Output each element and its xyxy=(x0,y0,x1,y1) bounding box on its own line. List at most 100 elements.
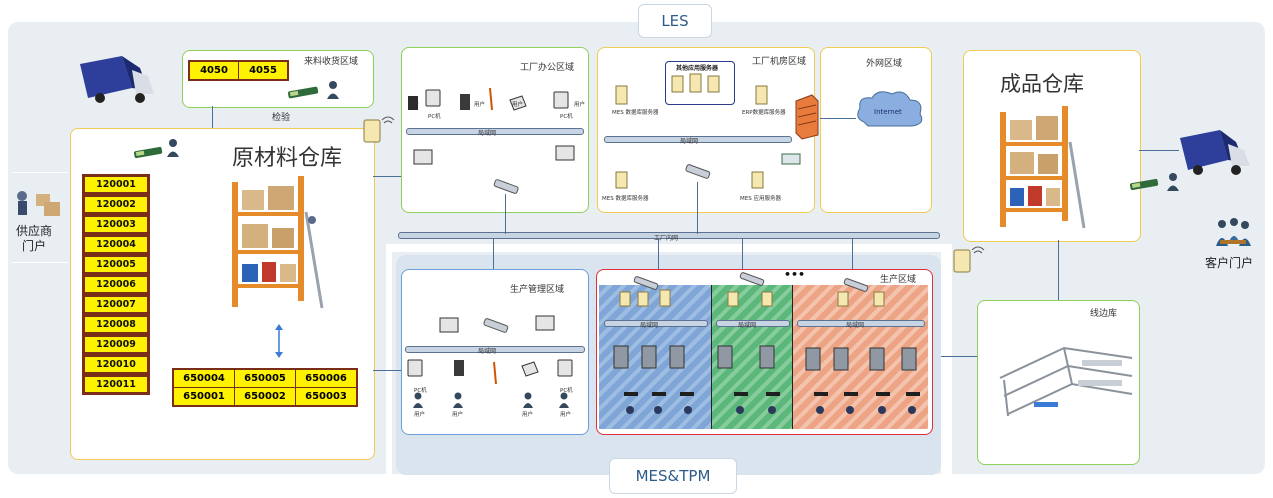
scanner-icon xyxy=(1130,178,1159,191)
user-icon xyxy=(167,139,179,157)
raw-grid-cell: 650005 xyxy=(235,370,295,387)
receiving-bin: 4055 xyxy=(239,62,287,79)
extranet-title: 外网区域 xyxy=(866,59,903,69)
raw-grid-cell: 650001 xyxy=(174,388,234,405)
section-divider xyxy=(711,285,712,429)
office-user-label: 用户 xyxy=(474,102,486,108)
connector-line xyxy=(852,238,853,286)
finished-warehouse-title: 成品仓库 xyxy=(1000,72,1084,96)
section-divider xyxy=(792,285,793,429)
scanner-icon xyxy=(134,146,163,159)
production-lan-bus xyxy=(797,320,925,327)
supplier-label-line2: 门户 xyxy=(22,239,47,253)
user-icon xyxy=(1167,173,1179,191)
conveyor-illustration xyxy=(999,346,1133,417)
office-user-label: 用户 xyxy=(512,102,524,108)
server-icons xyxy=(615,73,801,189)
server-label: MES 应用服务器 xyxy=(740,196,781,202)
wireless-ap-icon xyxy=(953,246,985,273)
office-title: 工厂办公区域 xyxy=(520,63,575,73)
prod-mgmt-user-label: 用户 xyxy=(522,412,534,418)
production-lan-bus xyxy=(604,320,708,327)
raw-grid-cell: 650003 xyxy=(296,388,356,405)
server-room-title: 工厂机房区域 xyxy=(752,57,807,67)
production-lan-label: 局域网 xyxy=(738,322,757,329)
raw-grid-cell: 650002 xyxy=(235,388,295,405)
production-title: 生产区域 xyxy=(880,275,917,285)
connector-line xyxy=(697,182,698,234)
raw-bin: 120006 xyxy=(84,276,148,293)
office-pc-label: PC机 xyxy=(428,114,441,120)
switch-icon xyxy=(493,179,519,194)
server-label: MES 数据库服务器 xyxy=(612,110,659,116)
wireless-ap-icon xyxy=(363,116,395,143)
raw-bin: 120004 xyxy=(84,236,148,253)
prod-mgmt-lan-label: 局域网 xyxy=(478,348,497,355)
connector-line xyxy=(505,194,506,234)
prod-mgmt-lan-bus xyxy=(405,346,585,353)
connector-line xyxy=(941,356,977,357)
office-user-label: 用户 xyxy=(574,102,586,108)
customer-icon xyxy=(1216,218,1251,246)
prod-mgmt-devices xyxy=(407,315,573,408)
prod-mgmt-user-label: 用户 xyxy=(560,412,572,418)
office-devices xyxy=(408,87,575,165)
raw-grid-cell: 650004 xyxy=(174,370,234,387)
connector-line xyxy=(658,238,659,286)
production-devices xyxy=(613,272,920,414)
receiving-bins: 4050 4055 xyxy=(188,60,289,81)
server-label: MES 数据库服务器 xyxy=(602,196,649,202)
right-gap xyxy=(941,246,952,478)
supplier-divider xyxy=(12,172,68,173)
extranet-zone xyxy=(820,47,932,213)
raw-bin: 120005 xyxy=(84,256,148,273)
line-side-title: 线边库 xyxy=(1090,309,1118,319)
scanner-icon xyxy=(288,86,319,99)
factory-lan-bus xyxy=(398,232,940,239)
mes-tag: MES&TPM xyxy=(609,458,737,494)
raw-bin-column: 120001 120002 120003 120004 120005 12000… xyxy=(82,174,150,395)
connector-line xyxy=(820,118,856,119)
office-pc-label: PC机 xyxy=(560,114,573,120)
prod-mgmt-user-label: 用户 xyxy=(452,412,464,418)
raw-grid-cell: 650006 xyxy=(296,370,356,387)
truck-icon xyxy=(80,56,154,103)
server-label: ERP数据库服务器 xyxy=(742,110,786,116)
connector-line xyxy=(1139,150,1179,151)
office-lan-bus xyxy=(406,128,584,135)
factory-lan-label: 工厂内网 xyxy=(654,235,679,242)
office-lan-label: 局域网 xyxy=(478,130,497,137)
prod-mgmt-title: 生产管理区域 xyxy=(510,285,565,295)
connector-line xyxy=(373,176,401,177)
mes-top-gap xyxy=(386,244,952,252)
inspect-label: 检验 xyxy=(272,113,291,123)
raw-bin: 120010 xyxy=(84,356,148,373)
prod-mgmt-pc-label: PC机 xyxy=(560,388,573,394)
raw-bin: 120002 xyxy=(84,196,148,213)
connector-line xyxy=(373,370,401,371)
raw-warehouse-title: 原材料仓库 xyxy=(232,146,343,171)
warehouse-shelf-illustration xyxy=(232,176,324,309)
connector-line xyxy=(1058,240,1059,300)
truck-icon xyxy=(1180,130,1250,175)
raw-bin: 120007 xyxy=(84,296,148,313)
mes-gap xyxy=(386,246,392,478)
receiving-bin: 4050 xyxy=(190,62,238,79)
server-room-lan-label: 局域网 xyxy=(680,138,699,145)
production-lan-bus xyxy=(716,320,790,327)
raw-grid: 650004 650005 650006 650001 650002 65000… xyxy=(172,368,358,407)
internet-cloud-icon xyxy=(857,91,923,127)
production-ellipsis: ••• xyxy=(784,268,806,281)
supplier-label-line1: 供应商 xyxy=(16,224,53,238)
raw-bin: 120003 xyxy=(84,216,148,233)
production-lan-label: 局域网 xyxy=(640,322,659,329)
user-icon xyxy=(327,81,339,99)
raw-bin: 120011 xyxy=(84,376,148,393)
server-room-lan-bus xyxy=(604,136,792,143)
raw-bin: 120001 xyxy=(84,176,148,193)
office-user-label: 用户 xyxy=(408,102,420,108)
firewall-icon xyxy=(795,94,819,140)
prod-mgmt-pc-label: PC机 xyxy=(414,388,427,394)
receiving-title: 来料收货区域 xyxy=(304,57,359,67)
app-server-group-title: 其他应用服务器 xyxy=(676,65,719,72)
